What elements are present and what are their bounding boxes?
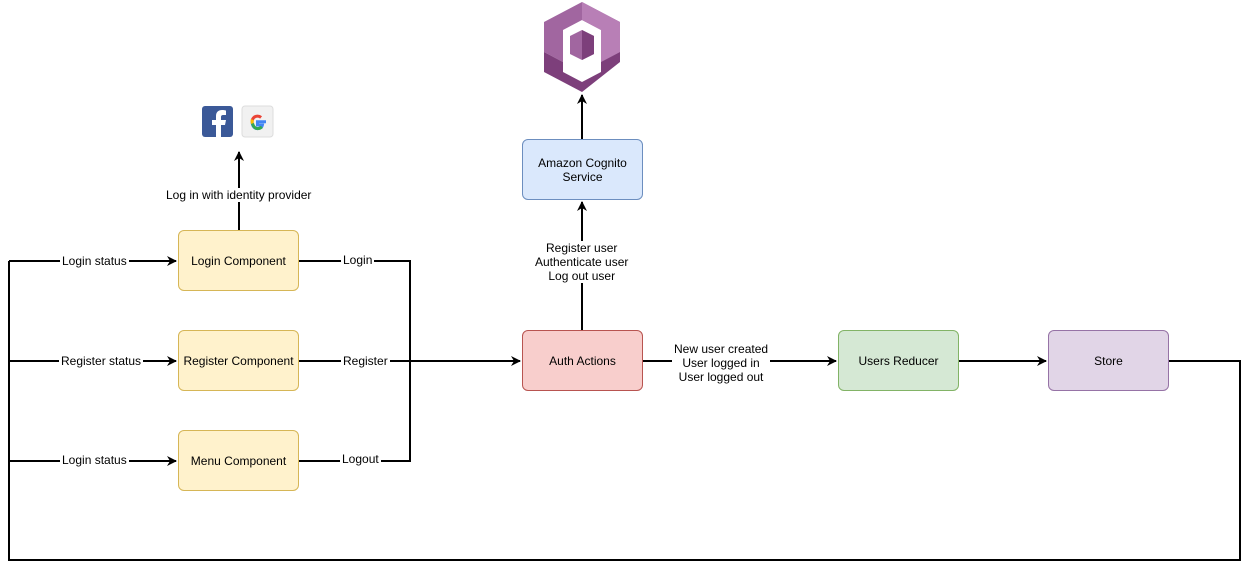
login-edge-label: Login [341,253,375,267]
auth-actions-node[interactable]: Auth Actions [522,330,643,391]
login-component-node[interactable]: Login Component [178,230,299,291]
cognito-service-node[interactable]: Amazon Cognito Service [522,139,643,200]
cognito-service-label: Amazon Cognito Service [538,155,627,184]
register-component-node[interactable]: Register Component [178,330,299,391]
cognito-calls-label: Register user Authenticate user Log out … [533,241,631,283]
auth-actions-label: Auth Actions [549,353,616,368]
login-component-label: Login Component [191,253,286,268]
logout-edge-label: Logout [340,452,381,466]
menu-component-label: Menu Component [190,453,287,468]
logout-edge [299,361,411,462]
facebook-icon [202,106,233,137]
store-node[interactable]: Store [1048,330,1169,391]
register-status-label: Register status [59,354,144,368]
login-edge [299,260,411,361]
store-feedback-edge [8,261,1241,561]
amazon-cognito-icon [544,2,620,92]
google-icon [241,105,274,138]
user-events-label: New user created User logged in User log… [672,342,771,384]
store-label: Store [1094,353,1123,368]
login-status-label-1: Login status [60,254,129,268]
menu-component-node[interactable]: Menu Component [178,430,299,491]
login-status-label-2: Login status [60,453,129,467]
identity-provider-label: Log in with identity provider [164,188,314,202]
register-edge-label: Register [341,354,390,368]
users-reducer-label: Users Reducer [858,353,939,368]
users-reducer-node[interactable]: Users Reducer [838,330,959,391]
register-component-label: Register Component [183,353,294,368]
